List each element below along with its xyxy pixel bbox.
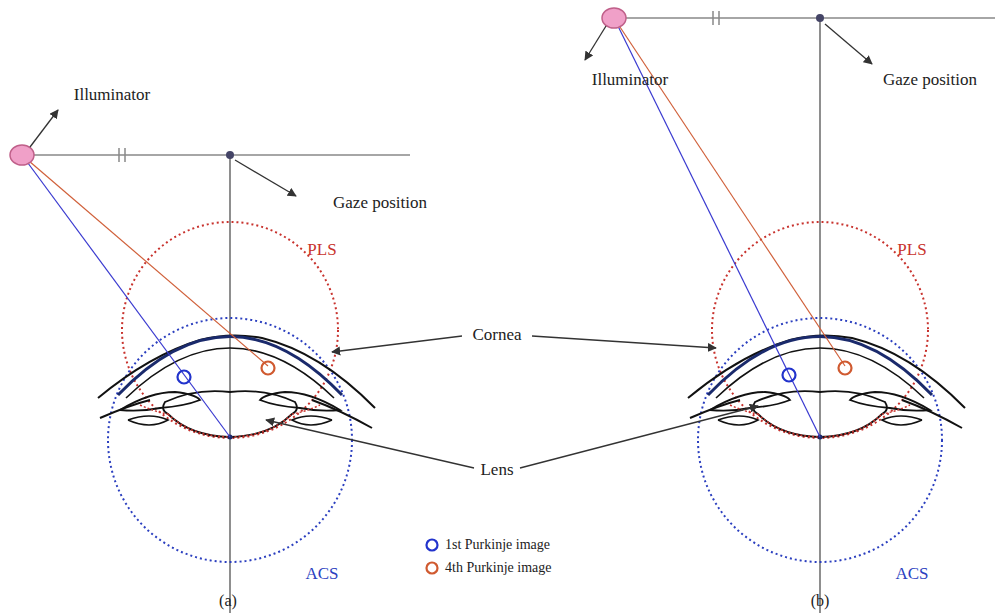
part-label: Lens — [480, 461, 513, 480]
panel-label: (b) — [811, 592, 830, 610]
legend-sample — [424, 560, 440, 576]
figure-label: PLS — [307, 241, 336, 260]
legend-sample — [424, 537, 440, 553]
part-label: Cornea — [472, 326, 521, 345]
figure-label: ACS — [895, 565, 928, 584]
legend-entry: 4th Purkinje image — [424, 560, 552, 576]
legend-entry: 1st Purkinje image — [424, 537, 550, 553]
figure-label: Gaze position — [333, 194, 427, 213]
figure-label: Illuminator — [74, 86, 150, 105]
figure-label: Gaze position — [883, 71, 977, 90]
figure-label: PLS — [897, 241, 926, 260]
figure-label: Illuminator — [592, 71, 668, 90]
panel-label: (a) — [219, 592, 237, 610]
legend-text: 4th Purkinje image — [445, 560, 552, 576]
figure-label: ACS — [305, 565, 338, 584]
legend-text: 1st Purkinje image — [445, 537, 550, 553]
